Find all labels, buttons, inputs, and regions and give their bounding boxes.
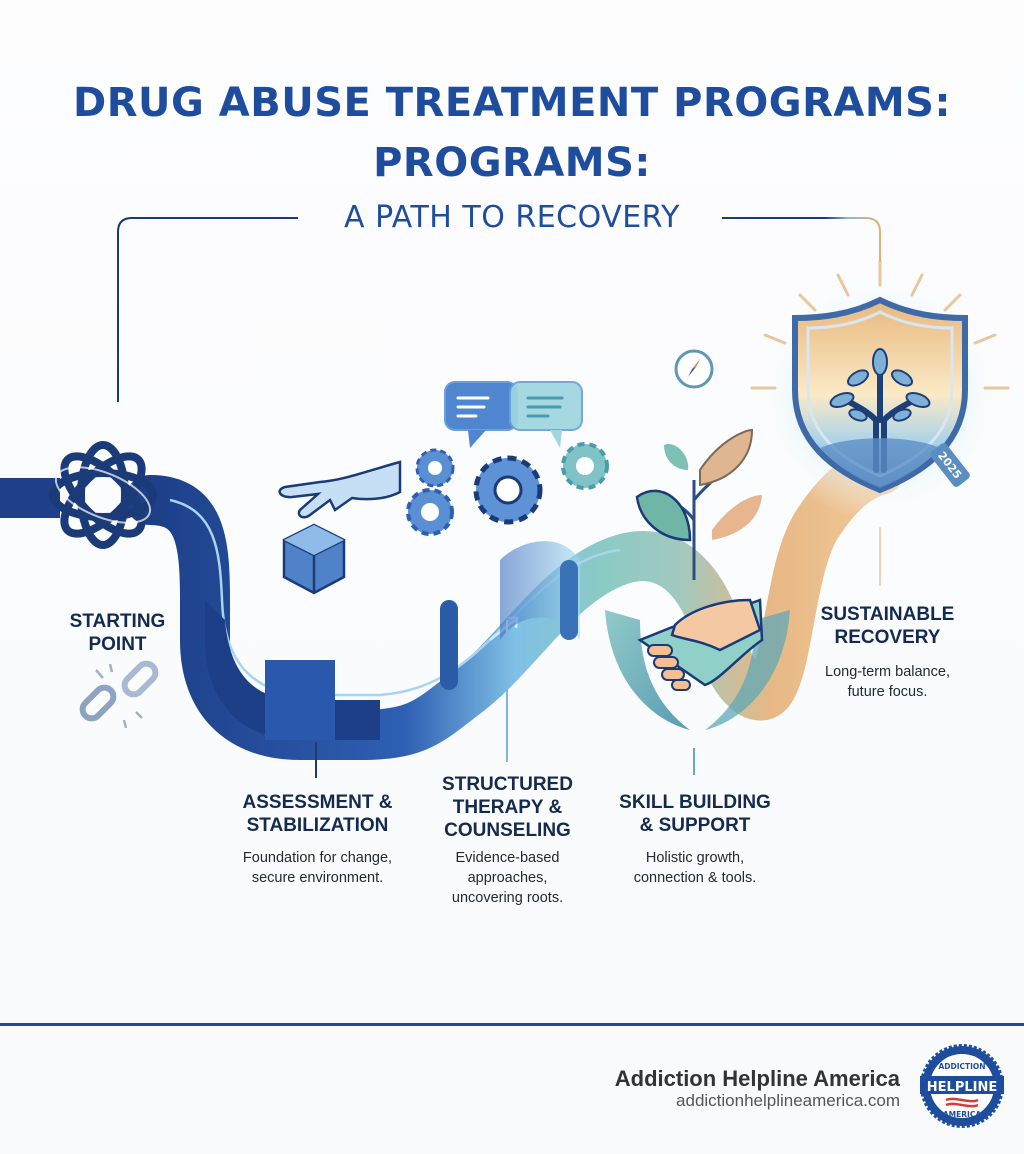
footer-url-link[interactable]: addictionhelplineamerica.com xyxy=(676,1091,900,1110)
knot-icon xyxy=(49,441,157,549)
desc-line: uncovering roots. xyxy=(451,890,564,906)
desc-line: connection & tools. xyxy=(633,870,757,886)
title-line: ASSESSMENT & xyxy=(242,792,393,813)
stage-sustainable-title: SUSTAINABLE RECOVERY xyxy=(805,603,970,649)
stage-assessment-desc: Foundation for change, secure environmen… xyxy=(220,848,415,888)
handshake-icon xyxy=(605,598,790,730)
title-line: STARTING xyxy=(69,611,166,632)
title-line: POINT xyxy=(88,634,147,655)
recovery-path xyxy=(125,445,905,760)
desc-line: Evidence-based xyxy=(455,850,560,866)
desc-line: Foundation for change, xyxy=(242,850,393,866)
stage-skills-desc: Holistic growth, connection & tools. xyxy=(605,848,785,888)
title-line: STRUCTURED xyxy=(442,774,573,795)
desc-line: future focus. xyxy=(847,684,928,700)
stage-therapy-title: STRUCTURED THERAPY & COUNSELING xyxy=(425,773,590,842)
helpline-logo: HELPLINE ADDICTION AMERICA xyxy=(920,1044,1004,1128)
svg-text:ADDICTION: ADDICTION xyxy=(938,1062,985,1071)
svg-text:HELPLINE: HELPLINE xyxy=(927,1080,997,1095)
gears-icon xyxy=(406,442,609,536)
desc-line: Holistic growth, xyxy=(645,850,745,866)
stage-sustainable-desc: Long-term balance, future focus. xyxy=(800,662,975,702)
footer-org-name: Addiction Helpline America xyxy=(614,1066,900,1091)
sprout-icon xyxy=(635,428,762,580)
title-line: SKILL BUILDING xyxy=(619,792,771,813)
title-line: THERAPY & xyxy=(452,797,563,818)
page-subtitle: A PATH TO RECOVERY xyxy=(344,200,680,235)
title-line: STABILIZATION xyxy=(246,815,389,836)
svg-text:AMERICA: AMERICA xyxy=(943,1110,981,1119)
title-line: RECOVERY xyxy=(834,627,941,648)
footer-divider xyxy=(0,1023,1024,1026)
title-line: COUNSELING xyxy=(444,820,571,841)
desc-line: secure environment. xyxy=(251,870,384,886)
page-title-line1: DRUG ABUSE TREATMENT PROGRAMS: xyxy=(73,80,951,126)
stage-therapy-desc: Evidence-based approaches, uncovering ro… xyxy=(425,848,590,908)
bracket-connector xyxy=(117,217,881,402)
speech-bubbles-icon xyxy=(444,381,583,448)
hand-cube-icon xyxy=(278,460,402,595)
desc-line: Long-term balance, xyxy=(825,664,950,680)
desc-line: approaches, xyxy=(467,870,548,886)
shield-tree-icon xyxy=(792,296,968,494)
page-title-line2: PROGRAMS: xyxy=(373,140,651,186)
stage-starting-point-title: STARTING POINT xyxy=(55,610,180,656)
stage-assessment-title: ASSESSMENT & STABILIZATION xyxy=(220,791,415,837)
broken-chain-icon xyxy=(79,660,159,729)
compass-icon xyxy=(674,349,714,389)
callout-lines xyxy=(315,620,695,778)
title-line: & SUPPORT xyxy=(639,815,751,836)
title-line: SUSTAINABLE xyxy=(820,604,955,625)
stage-skills-title: SKILL BUILDING & SUPPORT xyxy=(605,791,785,837)
sun-rays xyxy=(750,260,1010,586)
